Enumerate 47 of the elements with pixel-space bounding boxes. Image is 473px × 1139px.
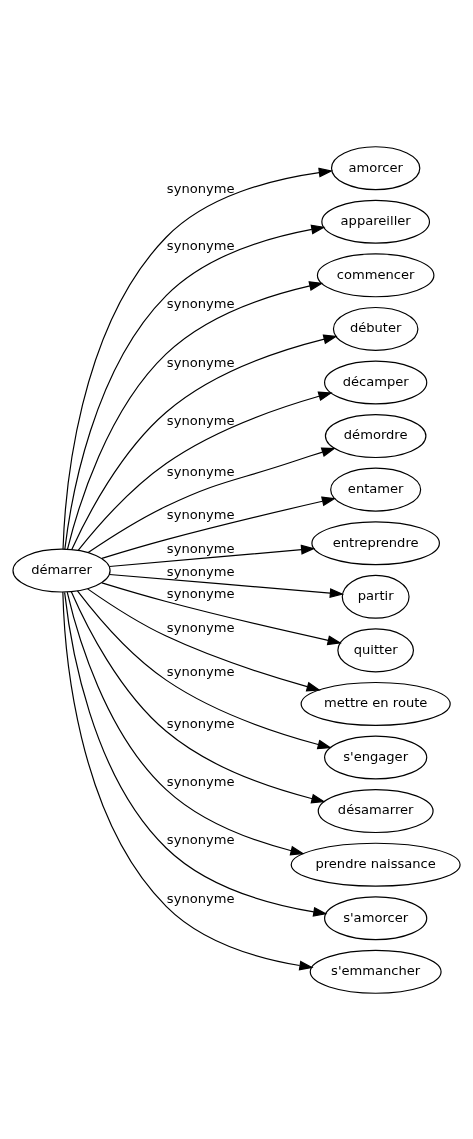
edge-label: synonyme bbox=[166, 180, 235, 196]
node-ellipse: s'amorcer bbox=[324, 895, 428, 940]
arrow bbox=[64, 224, 326, 550]
edge-label: synonyme bbox=[166, 831, 235, 847]
node-ellipse: débuter bbox=[332, 306, 419, 351]
arrow bbox=[62, 167, 334, 550]
node-ellipse: entreprendre bbox=[311, 520, 440, 565]
arrow bbox=[66, 280, 324, 550]
edge-label: synonyme bbox=[166, 506, 235, 522]
arrow bbox=[108, 573, 345, 598]
edge-label: synonyme bbox=[166, 412, 235, 428]
arrow bbox=[71, 333, 338, 550]
edge-label: synonyme bbox=[166, 463, 235, 479]
arrow bbox=[76, 589, 332, 749]
arrow bbox=[101, 495, 337, 559]
node-ellipse: démarrer bbox=[12, 548, 111, 593]
arrow bbox=[66, 591, 305, 855]
edge-label: synonyme bbox=[166, 563, 235, 579]
edge-label: synonyme bbox=[166, 237, 235, 253]
edge-label: synonyme bbox=[166, 619, 235, 635]
arrow bbox=[108, 544, 316, 567]
node-ellipse: décamper bbox=[324, 359, 428, 404]
node-ellipse: commencer bbox=[316, 252, 435, 297]
node-ellipse: démordre bbox=[324, 413, 427, 458]
arrow bbox=[87, 446, 336, 553]
arrow bbox=[87, 587, 321, 691]
edge-label: synonyme bbox=[166, 295, 235, 311]
arrow bbox=[77, 390, 333, 551]
edge-label: synonyme bbox=[166, 540, 235, 555]
arrow bbox=[101, 581, 342, 645]
edge-label: synonyme bbox=[166, 354, 235, 370]
edge-label: synonyme bbox=[166, 773, 235, 789]
node-ellipse: entamer bbox=[330, 467, 422, 512]
node-ellipse: s'engager bbox=[324, 735, 428, 780]
arrow bbox=[62, 591, 314, 970]
node-ellipse: s'emmancher bbox=[309, 949, 442, 994]
edge-label: synonyme bbox=[166, 585, 235, 601]
edge-label: synonyme bbox=[166, 715, 235, 731]
edge-label: synonyme bbox=[166, 890, 235, 906]
node-ellipse: amorcer bbox=[330, 145, 421, 190]
arrow bbox=[64, 591, 328, 917]
edge-label: synonyme bbox=[166, 663, 235, 679]
node-ellipse: partir bbox=[341, 574, 410, 619]
node-ellipse: désamarrer bbox=[317, 788, 434, 833]
arrow bbox=[70, 590, 326, 803]
node-ellipse: appareiller bbox=[321, 199, 431, 244]
node-ellipse: quitter bbox=[337, 627, 415, 672]
